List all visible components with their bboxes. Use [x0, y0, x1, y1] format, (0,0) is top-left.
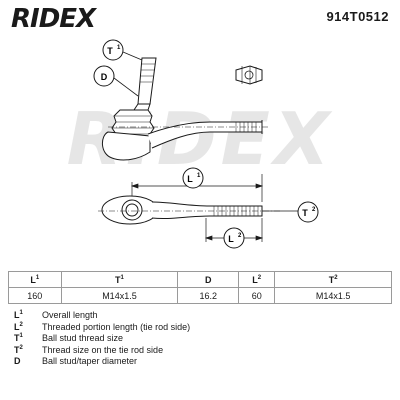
spec-table-header-row: L1 T1 D L2 T2	[8, 271, 392, 288]
legend-text: Thread size on the tie rod side	[42, 344, 164, 355]
spec-header-t1: T1	[60, 271, 179, 288]
spec-table: L1 T1 D L2 T2 160 M14x1.5 16.2 60 M14x1.…	[8, 271, 392, 304]
svg-text:T: T	[107, 46, 113, 56]
tie-rod-end-side-view	[102, 57, 268, 161]
callout-l1: L 1	[182, 167, 204, 189]
part-number: 914T0512	[326, 9, 389, 24]
spec-table-value-row: 160 M14x1.5 16.2 60 M14x1.5	[8, 287, 392, 304]
spec-value-t2: M14x1.5	[274, 287, 392, 304]
legend-key: T2	[14, 344, 23, 355]
spec-value-t1: M14x1.5	[60, 287, 179, 304]
brand-logo: RIDEX	[11, 4, 99, 32]
dimension-l2	[204, 218, 264, 242]
legend-text: Ball stud/taper diameter	[42, 356, 138, 366]
spec-header-l1: L1	[8, 271, 62, 288]
spec-header-d: D	[177, 271, 240, 288]
legend-text: Threaded portion length (tie rod side)	[42, 321, 191, 332]
legend-item: L1 Overall length	[12, 310, 382, 322]
svg-text:2: 2	[238, 233, 242, 239]
legend-item: T2 Thread size on the tie rod side	[12, 345, 382, 357]
svg-text:T: T	[302, 208, 308, 218]
svg-text:L: L	[228, 234, 234, 244]
brand-logo-text: RIDEX	[11, 4, 98, 32]
legend-key: L1	[14, 310, 23, 320]
svg-text:2: 2	[312, 207, 316, 213]
header: RIDEX 914T0512	[0, 0, 400, 36]
svg-text:D: D	[101, 72, 108, 82]
callout-d: D	[93, 65, 139, 97]
spec-value-d: 16.2	[177, 287, 240, 304]
legend-key: D	[14, 356, 21, 366]
legend-item: D Ball stud/taper diameter	[12, 356, 382, 368]
legend-text: Ball stud thread size	[42, 333, 124, 343]
spec-header-t2: T2	[274, 271, 392, 288]
callout-t2: T 2	[262, 201, 319, 223]
spec-header-l2: L2	[238, 271, 276, 288]
spec-value-l1: 160	[8, 287, 62, 304]
svg-text:1: 1	[197, 173, 201, 179]
legend-item: T1 Ball stud thread size	[12, 333, 382, 345]
castle-nut	[235, 65, 263, 85]
technical-drawing: RIDEX T 1 D	[67, 39, 329, 249]
legend-key: L2	[14, 321, 23, 332]
legend: L1 Overall length L2 Threaded portion le…	[12, 310, 382, 368]
legend-item: L2 Threaded portion length (tie rod side…	[12, 322, 382, 334]
callout-t1: T 1	[102, 39, 143, 61]
spec-value-l2: 60	[238, 287, 276, 304]
legend-text: Overall length	[42, 310, 98, 320]
tie-rod-end-top-view	[98, 195, 280, 225]
svg-text:1: 1	[117, 45, 121, 51]
callout-l2: L 2	[223, 227, 245, 249]
legend-key: T1	[14, 333, 23, 343]
svg-text:L: L	[187, 174, 193, 184]
